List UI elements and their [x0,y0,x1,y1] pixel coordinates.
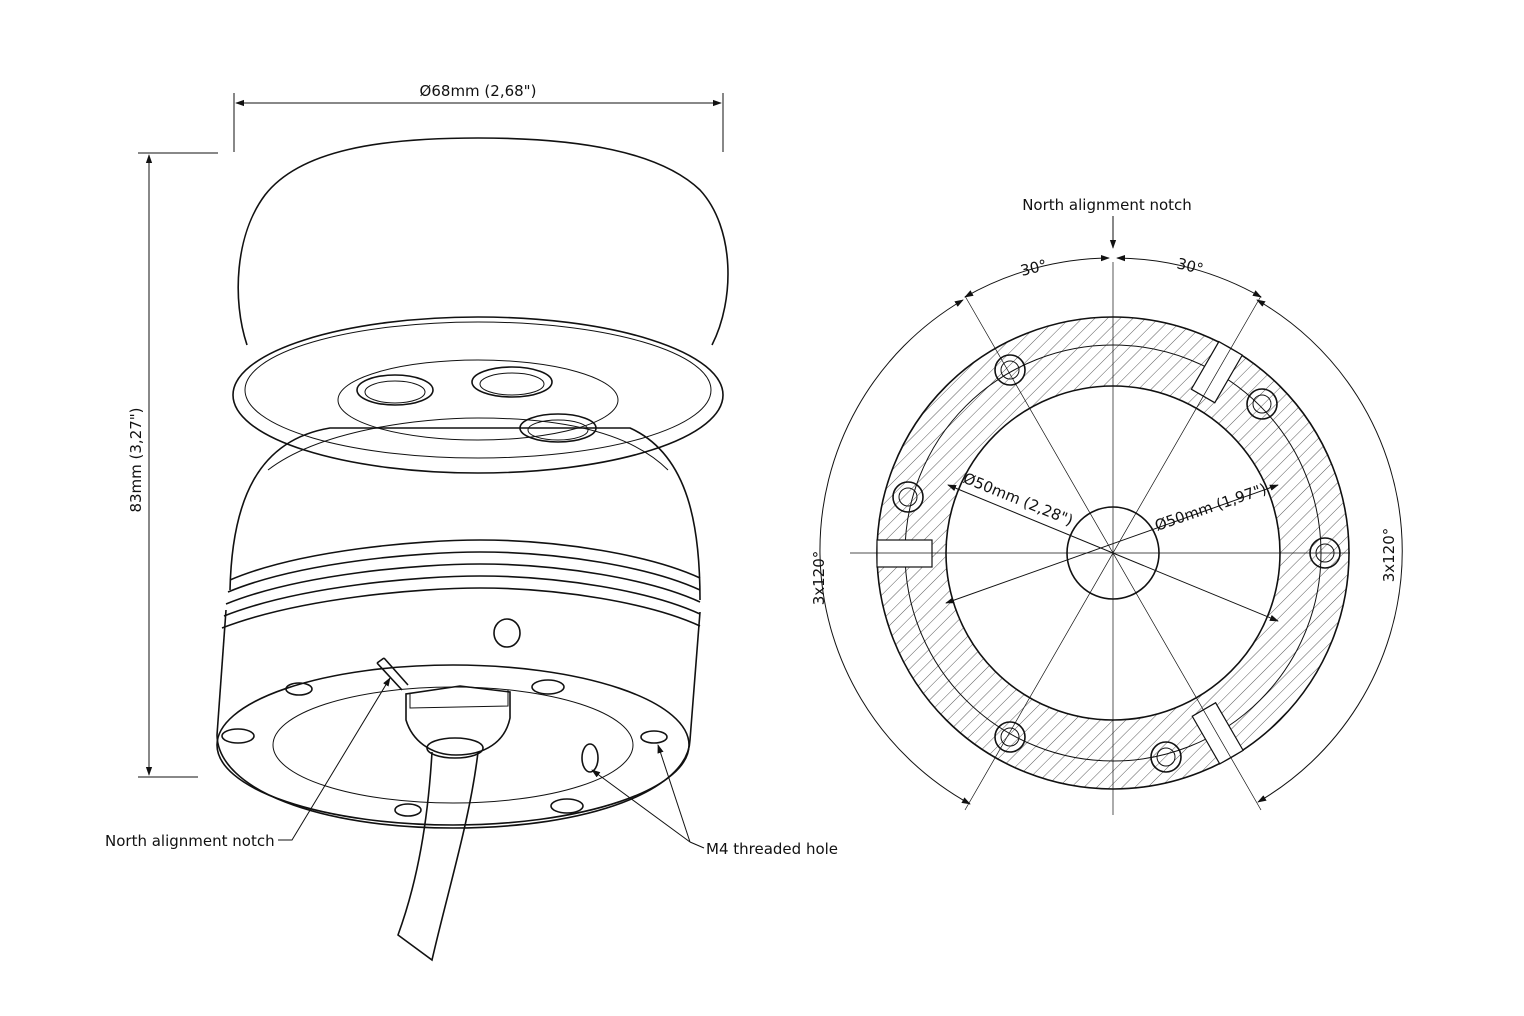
notch-west [876,539,933,568]
notch-south-east [1191,701,1244,765]
pattern-right-label: 3x120° [1380,528,1398,583]
angle-arc-top-right [1116,254,1262,298]
base-face [216,664,690,826]
transducer-1 [356,374,434,406]
groove-5 [221,587,701,629]
height-dimension-label: 83mm (3,27") [127,407,145,512]
width-dimension: Ø68mm (2,68") [233,82,724,152]
transducer-1-inner [364,380,426,404]
pattern-arc-left [819,299,971,805]
dia-dim-line-2 [945,484,1279,604]
body-right-side [689,611,701,741]
cable [397,751,479,962]
plan-view: Ø50mm (2,28") Ø50mm (1,97") 30° 30° 3x12… [810,196,1403,815]
top-flange-outer [232,316,724,474]
angle-arc-top [964,254,1110,298]
left-callouts: North alignment notch M4 threaded hole [105,677,838,858]
mount-hole-5 [394,803,422,817]
lower-dome-top-edge [267,417,669,471]
transducer-hub [337,359,619,441]
m4-hole-side [581,743,599,773]
transducer-2 [471,366,553,398]
north-notch-top-label: North alignment notch [1022,196,1192,214]
top-flange-inner [244,321,712,459]
side-hole [493,618,521,648]
groove-4 [223,575,701,617]
angle-left-label: 30° [1019,256,1049,280]
pattern-left-label: 3x120° [810,551,828,606]
m4-hole-label: M4 threaded hole [706,840,838,858]
top-dome [237,137,729,346]
sensor-3d-view [216,137,729,962]
transducer-3-inner [527,419,589,441]
pattern-arc-right [1256,299,1403,803]
base-rim [216,734,691,829]
lower-dome [229,427,701,601]
height-dimension: 83mm (3,27") [127,152,218,778]
groove-2 [227,551,701,593]
cable-gland [405,685,511,756]
body-left-side [216,609,227,736]
mount-hole-2 [531,679,565,695]
north-notch-pin [376,657,409,691]
groove-1 [229,539,701,581]
transducer-2-inner [479,372,545,396]
mount-hole-4 [640,730,668,744]
mount-hole-1 [285,682,313,696]
north-notch-left-label: North alignment notch [105,832,275,850]
cable-gland-nut [409,690,509,709]
mount-hole-6 [550,798,584,814]
width-dimension-label: Ø68mm (2,68") [420,82,537,100]
cable-gland-mouth [426,737,484,759]
groove-3 [225,563,701,605]
base-inner-recess [272,686,634,804]
mount-hole-3 [221,728,255,744]
angle-right-label: 30° [1175,254,1205,278]
